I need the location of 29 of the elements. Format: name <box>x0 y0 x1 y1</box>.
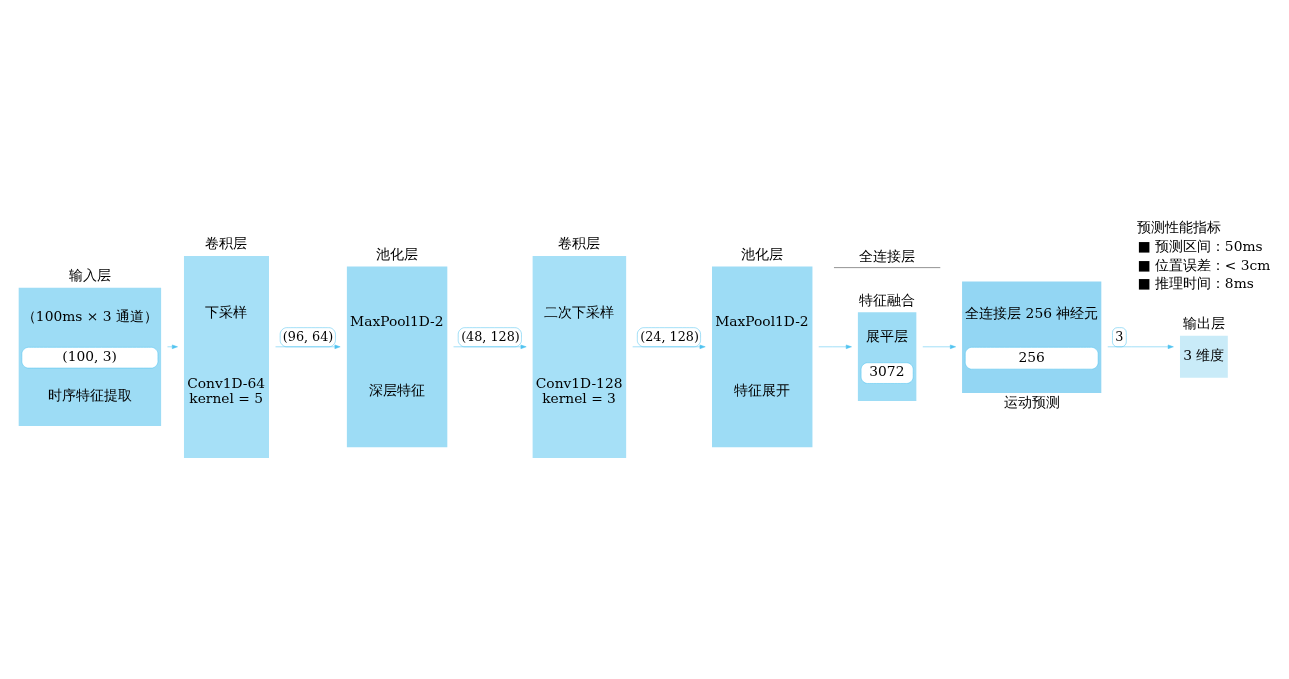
arrow <box>818 344 852 349</box>
arrow <box>167 344 178 349</box>
node-box: 3 维度 <box>1179 335 1228 378</box>
arrow <box>922 344 956 349</box>
node-box: MaxPool1D-2 特征展开 <box>712 266 813 448</box>
arrow <box>275 344 341 349</box>
node-box: MaxPool1D-2 深层特征 <box>346 266 448 448</box>
arrow <box>632 344 706 349</box>
arrow <box>453 344 527 349</box>
node-box: 下采样 Conv1D-64 kernel = 5 <box>183 255 269 458</box>
node-label: 池化层 <box>376 246 419 263</box>
node-box: 二次下采样 Conv1D-128 kernel = 3 <box>532 255 627 458</box>
edge-label: (24, 128) <box>640 328 699 344</box>
node-label: 池化层 <box>741 246 784 263</box>
node-label: 运动预测 <box>1003 394 1060 411</box>
node-label: 输入层 <box>68 267 111 284</box>
label: ■ 预测区间：50ms <box>1137 238 1263 255</box>
edge-label: 3 <box>1115 328 1124 344</box>
node-label: 卷积层 <box>558 235 601 252</box>
node-label: 输出层 <box>1182 315 1225 332</box>
edge-label: (48, 128) <box>461 328 520 344</box>
node-label: 特征融合 <box>858 291 915 308</box>
node-label: 卷积层 <box>205 235 248 252</box>
label: 全连接层 <box>858 248 915 265</box>
label: ■ 推理时间：8ms <box>1137 275 1254 292</box>
label: 预测性能指标 <box>1137 219 1222 236</box>
label: ■ 位置误差：< 3cm <box>1137 256 1271 273</box>
edge-label: (96, 64) <box>282 328 334 344</box>
arrow <box>1107 344 1174 349</box>
